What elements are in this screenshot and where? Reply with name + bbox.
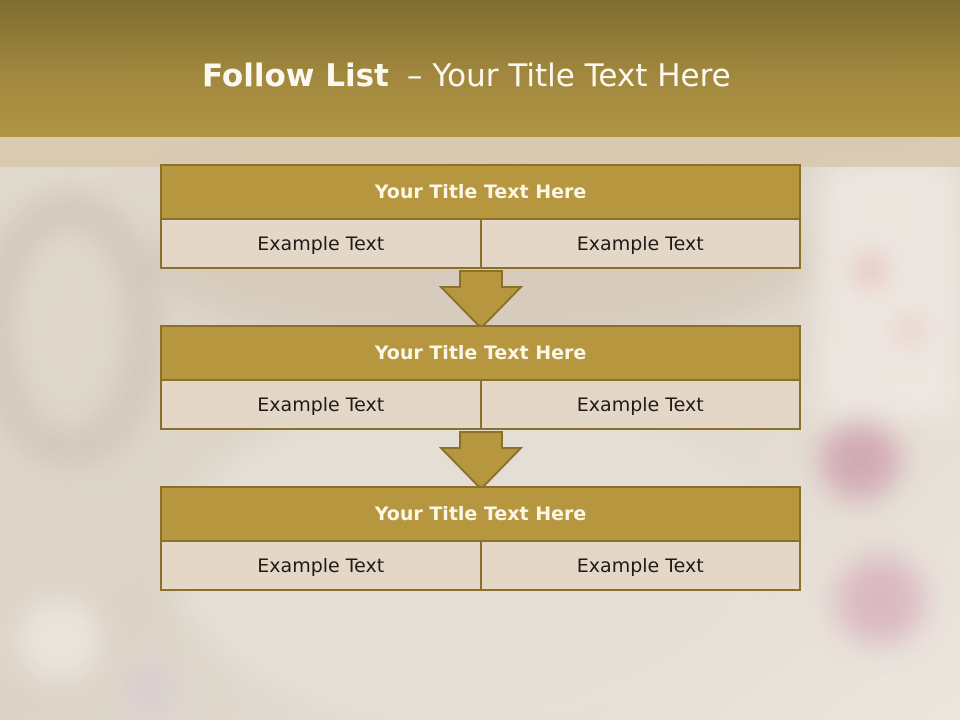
flow-block-2: Your Title Text Here Example Text Exampl… — [160, 325, 801, 430]
block-row: Example Text Example Text — [160, 542, 801, 591]
header-band — [0, 137, 960, 167]
flow-block-3: Your Title Text Here Example Text Exampl… — [160, 486, 801, 591]
block-row: Example Text Example Text — [160, 220, 801, 269]
title-rest-text: Your Title Text Here — [432, 58, 731, 94]
block-title: Your Title Text Here — [160, 325, 801, 381]
down-arrow-icon — [439, 270, 523, 330]
block-cell-right: Example Text — [479, 220, 799, 267]
block-row: Example Text Example Text — [160, 381, 801, 430]
down-arrow-icon — [439, 431, 523, 491]
title-bar — [0, 0, 960, 137]
block-title: Your Title Text Here — [160, 164, 801, 220]
title-bold-text: Follow List — [202, 58, 389, 94]
flow-block-1: Your Title Text Here Example Text Exampl… — [160, 164, 801, 269]
block-cell-right: Example Text — [479, 381, 799, 428]
block-cell-left: Example Text — [162, 381, 480, 428]
title-separator: – — [406, 58, 423, 94]
block-cell-left: Example Text — [162, 542, 480, 589]
slide-title: Follow List–Your Title Text Here — [202, 56, 731, 96]
block-cell-left: Example Text — [162, 220, 480, 267]
block-cell-right: Example Text — [479, 542, 799, 589]
block-title: Your Title Text Here — [160, 486, 801, 542]
